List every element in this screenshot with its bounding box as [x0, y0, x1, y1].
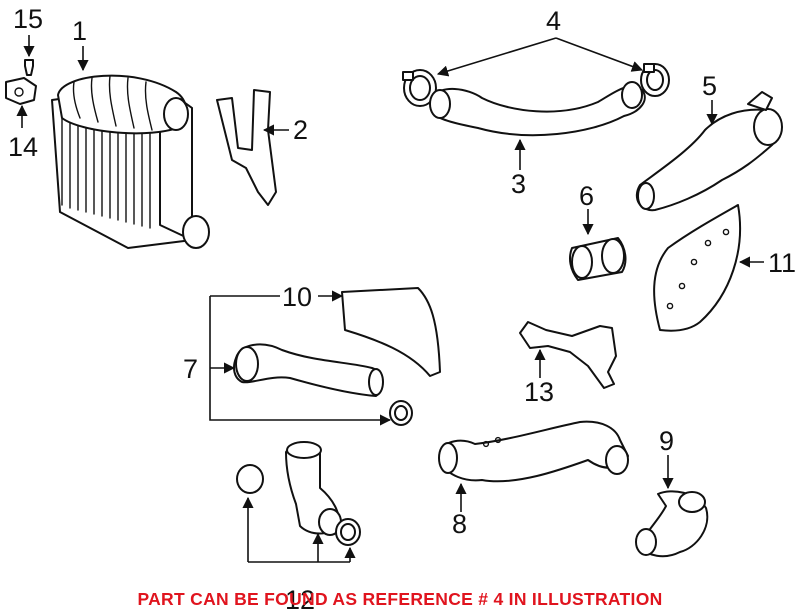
leader-lines — [16, 35, 764, 563]
callout-5: 5 — [702, 71, 717, 101]
callout-3: 3 — [511, 169, 526, 199]
air-duct-part — [635, 91, 783, 212]
callout-14: 14 — [8, 132, 38, 162]
inlet-hose-part — [233, 343, 384, 397]
heat-shield-part — [653, 204, 742, 332]
coupler-part — [569, 237, 627, 281]
callout-12: 12 — [285, 585, 315, 615]
callout-8: 8 — [452, 509, 467, 539]
callout-6: 6 — [579, 181, 594, 211]
sensor-part — [5, 77, 37, 105]
screw-part — [24, 59, 34, 76]
o-ring-part-12 — [236, 464, 264, 494]
callout-4: 4 — [546, 6, 561, 36]
charge-pipe-part — [429, 81, 646, 137]
callout-2: 2 — [293, 115, 308, 145]
callout-9: 9 — [659, 426, 674, 456]
bracket-part-2 — [216, 89, 277, 206]
intake-pipe-part — [438, 420, 629, 483]
callout-11: 11 — [768, 248, 796, 278]
callout-15: 15 — [13, 4, 43, 34]
reference-note: PART CAN BE FOUND AS REFERENCE # 4 IN IL… — [137, 589, 663, 609]
callout-7: 7 — [183, 354, 198, 384]
mounting-bracket-part — [519, 321, 617, 389]
callout-10: 10 — [282, 282, 312, 312]
callout-1: 1 — [72, 16, 87, 46]
seal-ring-part-12 — [335, 518, 361, 546]
elbow-hose-part — [635, 490, 709, 558]
throttle-inlet-part — [285, 441, 342, 536]
heat-shield-part-10 — [341, 287, 441, 377]
callout-13: 13 — [524, 377, 554, 407]
intercooler-part — [51, 74, 210, 249]
seal-ring-part-7 — [389, 400, 413, 426]
hose-clamps-part — [402, 63, 670, 107]
